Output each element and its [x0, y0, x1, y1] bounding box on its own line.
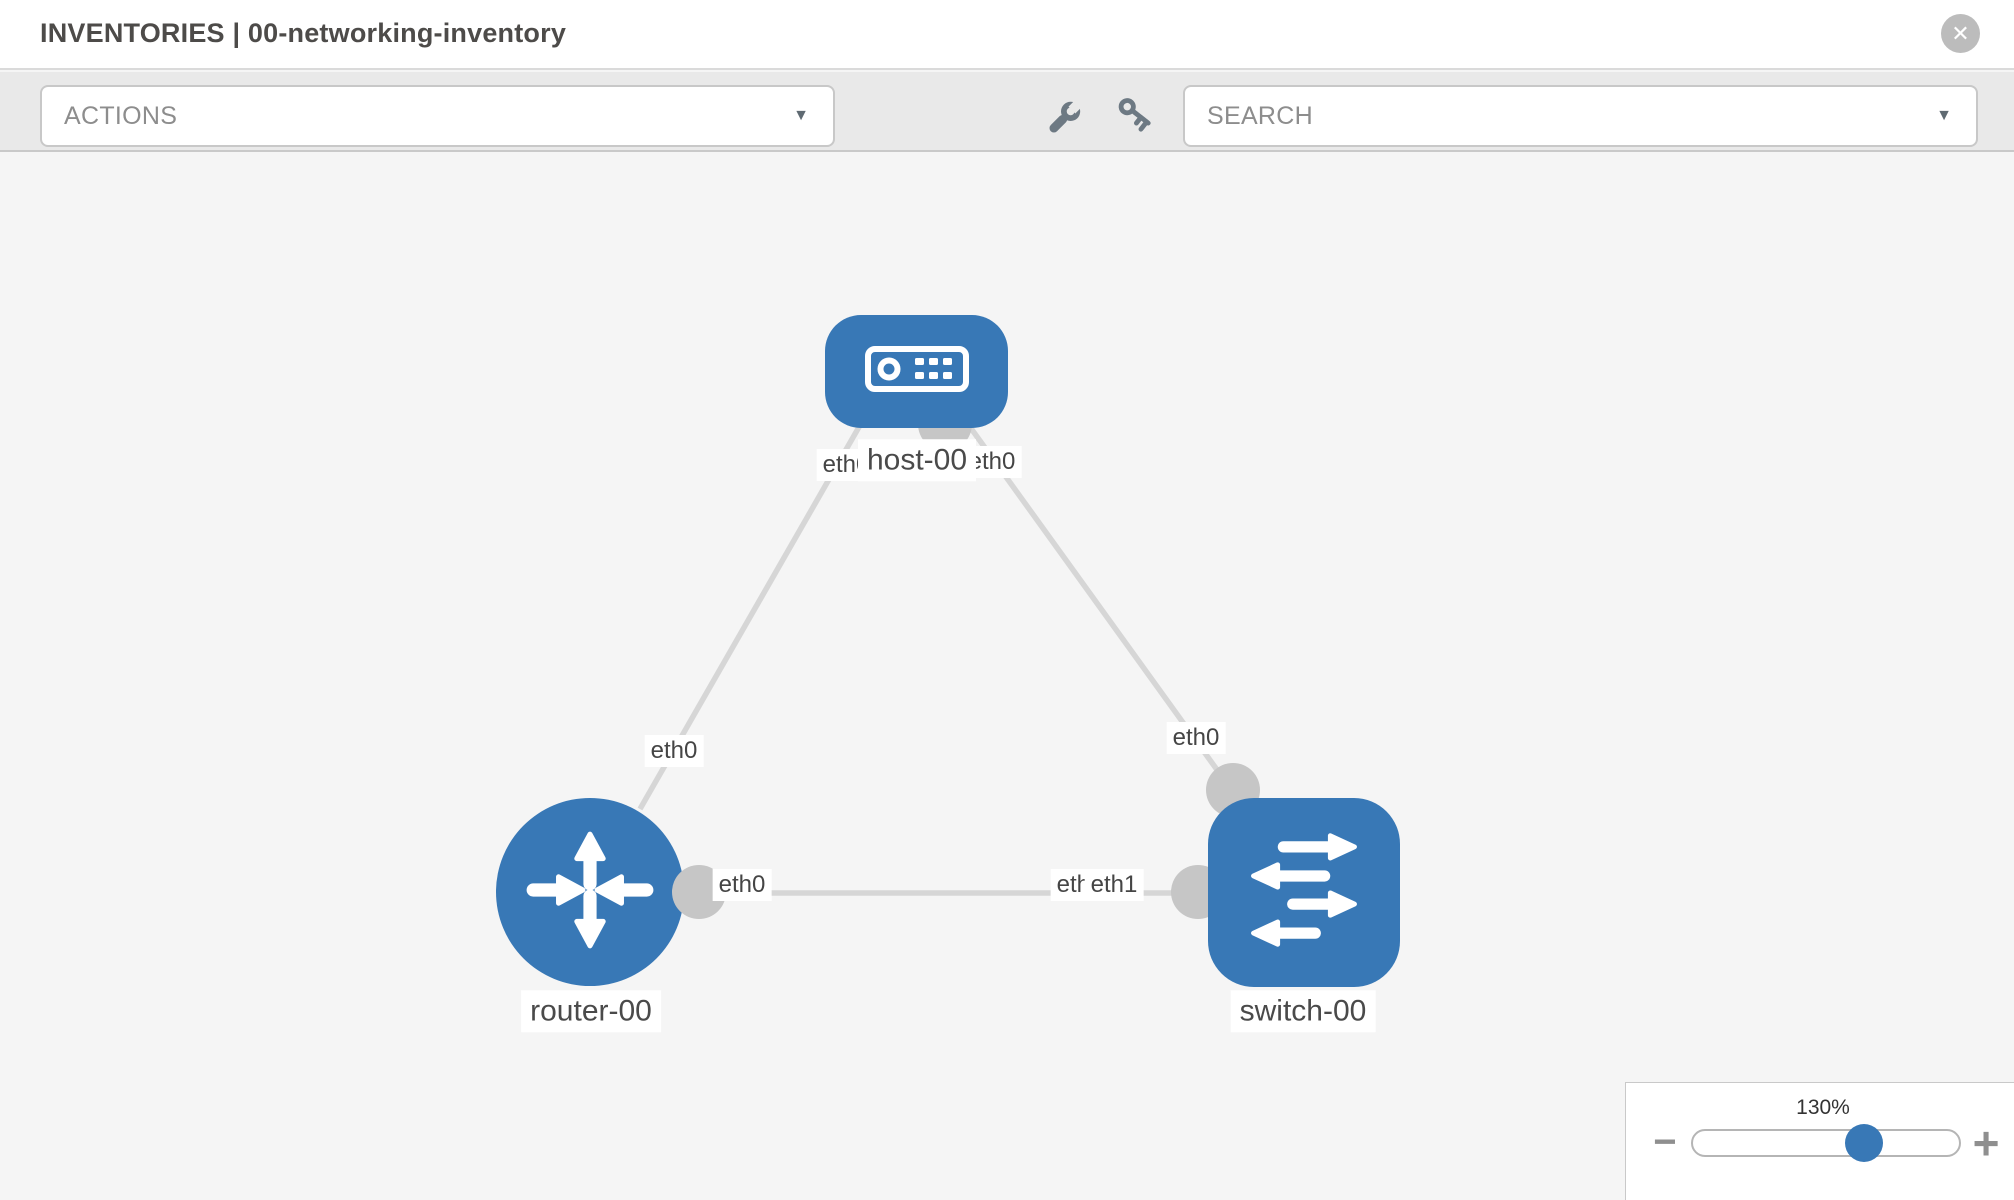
node-router-00[interactable] [496, 798, 684, 986]
close-button[interactable]: ✕ [1941, 14, 1980, 53]
header: INVENTORIES | 00-networking-inventory ✕ [0, 0, 2014, 70]
close-icon: ✕ [1951, 20, 1970, 46]
zoom-level: 130% [1796, 1096, 1850, 1119]
interface-label: eth0 [712, 869, 772, 901]
actions-dropdown[interactable]: ACTIONS ▼ [40, 85, 835, 147]
zoom-in-button[interactable]: + [1973, 1120, 2000, 1166]
interface-label: eth0 [644, 735, 704, 767]
zoom-out-button[interactable]: − [1653, 1122, 1676, 1162]
node-label: host-00 [857, 439, 977, 481]
node-label: switch-00 [1230, 990, 1376, 1032]
configure-button[interactable] [1044, 98, 1084, 138]
zoom-slider-thumb[interactable] [1845, 1124, 1883, 1162]
links-layer [637, 418, 1236, 896]
router-icon [519, 819, 661, 966]
node-host-00[interactable] [825, 315, 1008, 428]
interface-label: eth0 [1166, 722, 1226, 754]
page-title: INVENTORIES | 00-networking-inventory [40, 18, 567, 48]
toolbar: ACTIONS ▼ [0, 72, 2014, 152]
host-icon [864, 346, 969, 397]
chevron-down-icon: ▼ [1936, 107, 1952, 124]
credentials-button[interactable] [1114, 98, 1154, 138]
interface-label: eth1 [1084, 869, 1144, 901]
minus-icon: − [1653, 1120, 1677, 1164]
zoom-panel: 130% − + [1625, 1082, 2014, 1200]
chevron-down-icon: ▼ [793, 107, 809, 124]
search-dropdown-label: SEARCH [1207, 101, 1313, 130]
node-label: router-00 [521, 990, 661, 1032]
key-icon [1114, 98, 1154, 141]
topology-canvas[interactable]: eth0 eth0 eth0 eth0 eth0 eth0 eth1 host-… [0, 152, 2014, 1200]
wrench-icon [1044, 99, 1084, 141]
plus-icon: + [1972, 1117, 2000, 1169]
search-dropdown[interactable]: SEARCH ▼ [1183, 85, 1978, 147]
switch-icon [1229, 815, 1379, 970]
zoom-slider-track[interactable] [1691, 1129, 1961, 1157]
node-switch-00[interactable] [1208, 798, 1400, 987]
actions-dropdown-label: ACTIONS [64, 101, 178, 130]
